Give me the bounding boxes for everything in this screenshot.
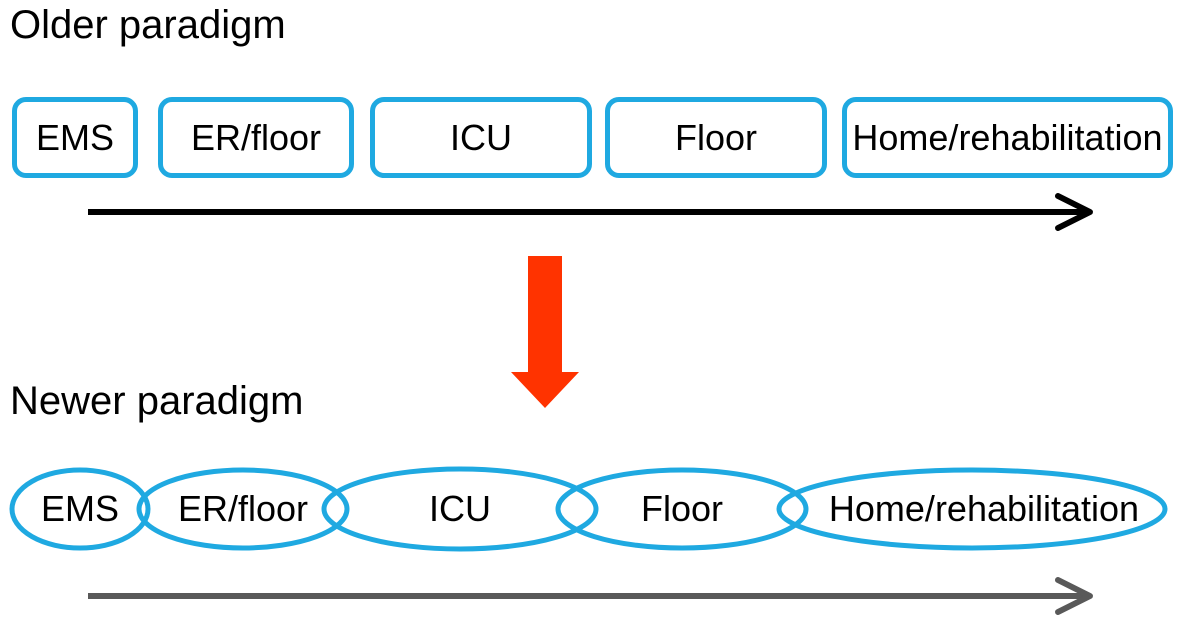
newer-stage-er-floor: ER/floor [177,488,309,529]
older-stage-er-floor: ER/floor [158,97,354,178]
newer-stage-ovals [9,466,1168,552]
newer-oval-home-rehabilitation [776,467,1168,551]
newer-oval-floor [555,467,809,551]
newer-oval-icu [321,466,599,552]
older-stage-home-rehabilitation: Home/rehabilitation [842,97,1173,178]
older-stage-icu: ICU [370,97,592,178]
newer-paradigm-heading: Newer paradigm [10,379,304,423]
newer-stage-floor: Floor [640,488,724,529]
newer-stage-icu: ICU [429,488,491,529]
newer-stage-home-rehabilitation: Home/rehabilitation [828,488,1140,529]
older-timeline-arrow [88,193,1093,231]
newer-oval-er-floor [136,467,350,551]
transition-arrow [511,256,579,408]
older-paradigm-heading: Older paradigm [10,3,286,47]
newer-oval-ems [9,467,151,551]
older-stage-ems: EMS [12,97,138,178]
older-stage-floor: Floor [605,97,827,178]
newer-timeline-arrow [88,577,1093,615]
newer-stage-ems: EMS [40,488,119,529]
